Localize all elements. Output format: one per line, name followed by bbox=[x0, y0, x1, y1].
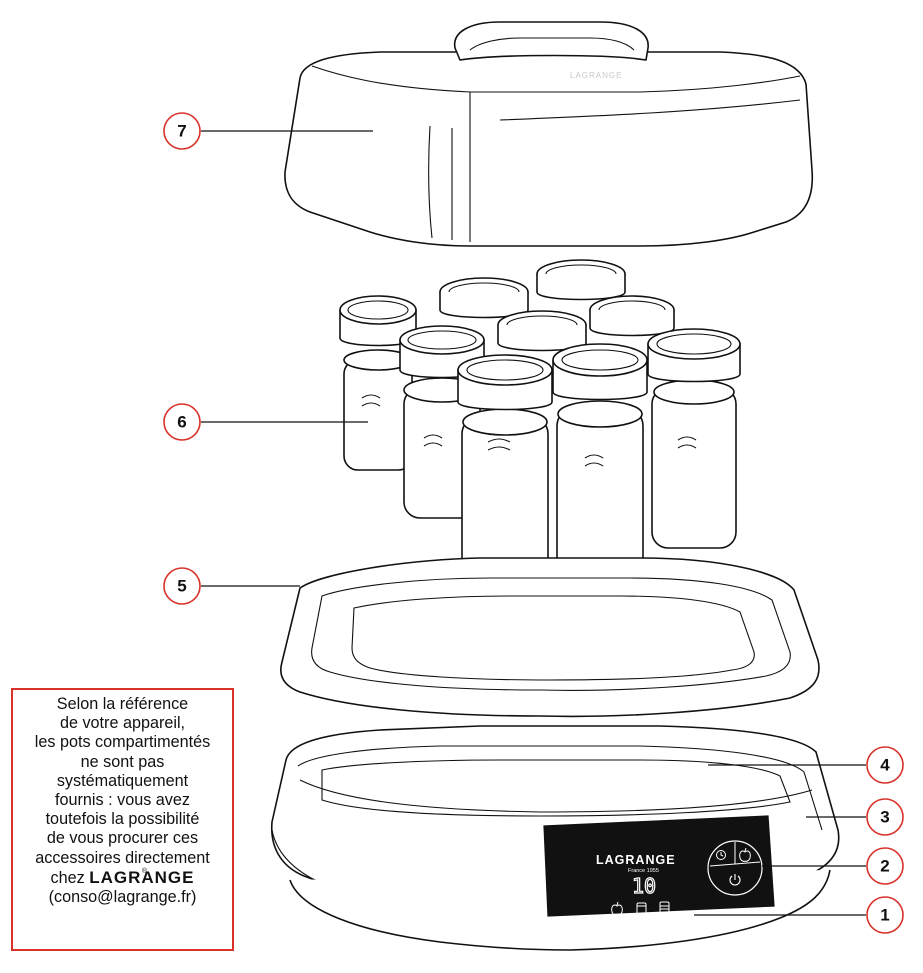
jar bbox=[647, 328, 741, 549]
panel-brand: LAGRANGE bbox=[596, 853, 676, 867]
note-line: systématiquement bbox=[56, 771, 189, 790]
note-line: accessoires directement bbox=[35, 848, 210, 867]
pot-icon bbox=[636, 902, 647, 915]
callout-number: 2 bbox=[880, 857, 889, 876]
accessory-note: Selon la référence de votre appareil, le… bbox=[11, 688, 234, 951]
jar bbox=[589, 295, 675, 337]
callout-number: 7 bbox=[177, 122, 186, 141]
jar bbox=[552, 343, 648, 589]
compartment-pot-icon bbox=[659, 901, 670, 914]
jar bbox=[439, 277, 529, 319]
inner-tray bbox=[280, 557, 820, 718]
jars-group bbox=[339, 259, 741, 597]
lid-brand: LAGRANGE bbox=[570, 71, 622, 80]
callout-number: 3 bbox=[880, 808, 889, 827]
note-brand-line: chez LAGRANGE® bbox=[13, 868, 232, 888]
note-line: les pots compartimentés bbox=[34, 733, 211, 752]
panel-subtitle: France 1955 bbox=[628, 868, 659, 874]
note-email[interactable]: (conso@lagrange.fr) bbox=[48, 888, 197, 907]
jar bbox=[497, 310, 587, 352]
control-panel bbox=[543, 815, 775, 917]
callout-1: 1 bbox=[866, 896, 904, 934]
callout-number: 4 bbox=[880, 756, 890, 775]
note-line: toutefois la possibilité bbox=[45, 810, 200, 829]
display-digits: 10 bbox=[632, 874, 656, 898]
note-line: Selon la référence bbox=[56, 695, 189, 713]
callout-number: 6 bbox=[177, 413, 186, 432]
control-ring bbox=[707, 840, 763, 896]
note-line: de votre appareil, bbox=[59, 714, 186, 733]
note-brand-name: LAGRANGE bbox=[89, 867, 195, 887]
callout-6: 6 bbox=[163, 403, 201, 441]
note-brand-prefix: chez bbox=[50, 868, 85, 887]
note-line: de vous procurer ces bbox=[46, 829, 199, 848]
note-line: fournis : vous avez bbox=[55, 791, 190, 810]
callout-number: 1 bbox=[880, 906, 889, 925]
jar bbox=[457, 354, 553, 597]
callout-4: 4 bbox=[866, 746, 904, 784]
callout-number: 5 bbox=[177, 577, 186, 596]
registered-mark: ® bbox=[141, 867, 149, 875]
callout-5: 5 bbox=[163, 567, 201, 605]
base-unit: LAGRANGE France 1955 10 bbox=[270, 725, 840, 951]
note-line: ne sont pas bbox=[80, 752, 165, 771]
note-brand: LAGRANGE® bbox=[89, 868, 194, 887]
apple-timer-icon[interactable] bbox=[739, 847, 751, 862]
callout-2: 2 bbox=[866, 847, 904, 885]
lid: LAGRANGE bbox=[284, 21, 814, 247]
callout-3: 3 bbox=[866, 798, 904, 836]
apple-icon bbox=[611, 901, 623, 916]
power-icon[interactable] bbox=[729, 874, 741, 886]
callout-7: 7 bbox=[163, 112, 201, 150]
jar bbox=[536, 259, 626, 301]
timer-icon[interactable] bbox=[716, 850, 726, 860]
